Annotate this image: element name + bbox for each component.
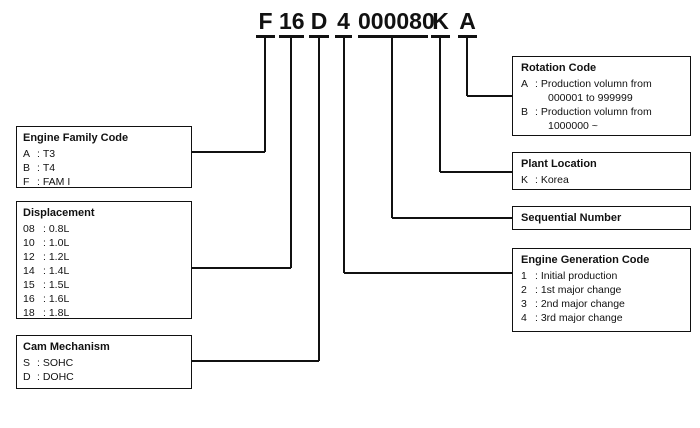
list-item: D: DOHC: [23, 371, 74, 383]
code-segment-cam: D: [309, 8, 329, 38]
list-item: F: FAM I: [23, 176, 71, 188]
code-segment-family: F: [256, 8, 275, 38]
engine-family-box: Engine Family Code A: T3 B: T4 F: FAM I: [16, 126, 192, 188]
code-segment-sequential: 000080: [358, 8, 435, 38]
list-item: 18: 1.8L: [23, 307, 70, 319]
list-item: 3: 2nd major change: [521, 298, 625, 310]
cam-mechanism-box: Cam Mechanism S: SOHC D: DOHC: [16, 335, 192, 389]
rotation-code-title: Rotation Code: [521, 62, 597, 74]
plant-location-title: Plant Location: [521, 158, 597, 170]
list-item: 08: 0.8L: [23, 223, 70, 235]
list-item: K: Korea: [521, 174, 569, 186]
list-item: 16: 1.6L: [23, 293, 70, 305]
list-item: 15: 1.5L: [23, 279, 70, 291]
code-segment-plant: K: [431, 8, 450, 38]
cam-mechanism-title: Cam Mechanism: [23, 341, 110, 353]
list-item: 12: 1.2L: [23, 251, 70, 263]
list-item-continuation: 000001 to 999999: [548, 92, 633, 104]
sequential-number-box: Sequential Number: [512, 206, 691, 230]
list-item: B: Production volumn from: [521, 106, 652, 118]
code-segment-rotation: A: [458, 8, 477, 38]
engine-family-title: Engine Family Code: [23, 132, 129, 144]
engine-generation-box: Engine Generation Code 1: Initial produc…: [512, 248, 691, 332]
list-item-continuation: 1000000 ~: [548, 120, 598, 132]
list-item: A: Production volumn from: [521, 78, 652, 90]
sequential-number-title: Sequential Number: [521, 212, 622, 224]
list-item: S: SOHC: [23, 357, 74, 369]
list-item: 1: Initial production: [521, 270, 618, 282]
list-item: B: T4: [23, 162, 56, 174]
list-item: 10: 1.0L: [23, 237, 70, 249]
list-item: 2: 1st major change: [521, 284, 622, 296]
displacement-box: Displacement 08: 0.8L 10: 1.0L 12: 1.2L …: [16, 201, 192, 319]
rotation-code-box: Rotation Code A: Production volumn from …: [512, 56, 691, 136]
plant-location-box: Plant Location K: Korea: [512, 152, 691, 190]
list-item: 14: 1.4L: [23, 265, 70, 277]
engine-generation-title: Engine Generation Code: [521, 254, 650, 266]
list-item: A: T3: [23, 148, 56, 160]
code-segment-displacement: 16: [279, 8, 305, 38]
code-segment-generation: 4: [335, 8, 352, 38]
list-item: 4: 3rd major change: [521, 312, 623, 324]
displacement-title: Displacement: [23, 207, 95, 219]
